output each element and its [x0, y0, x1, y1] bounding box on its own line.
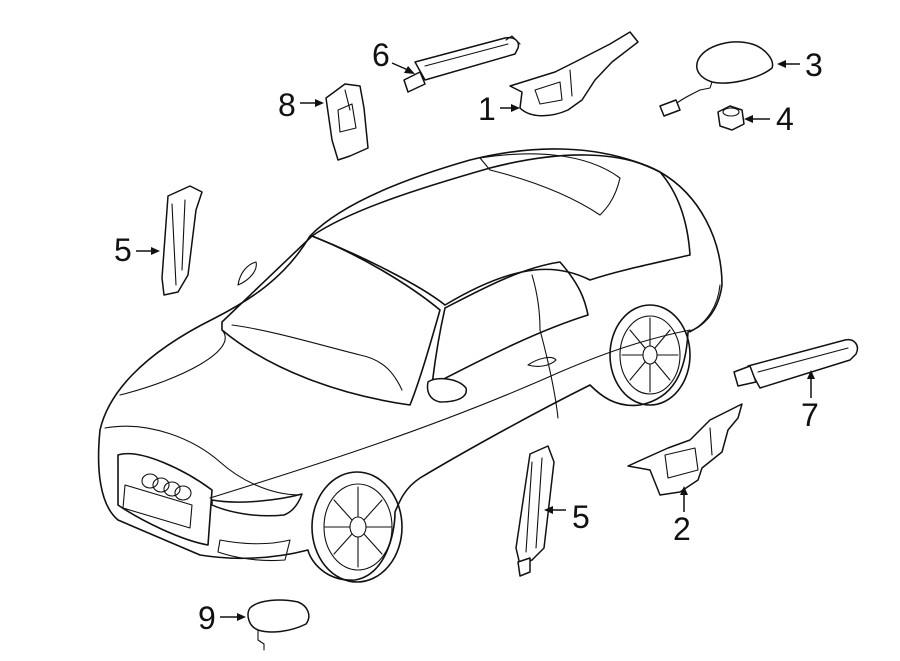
callout-1: 1 [478, 91, 520, 127]
part-5-center-antenna [515, 445, 555, 577]
callout-5-left: 5 [114, 232, 160, 268]
part-9-small-antenna [247, 599, 310, 651]
side-window-pillar [531, 274, 541, 331]
callout-9: 9 [198, 600, 246, 636]
license-plate [122, 484, 193, 529]
part-1-bracket [509, 31, 639, 117]
callout-8: 8 [278, 87, 324, 123]
rear-wheel [609, 304, 691, 406]
callout-6: 6 [372, 37, 415, 74]
part-8-clip [325, 83, 369, 161]
windshield-inner [231, 324, 403, 391]
part-7-antenna-module [733, 338, 859, 389]
callout-3: 3 [777, 47, 823, 83]
callout-6-number: 6 [372, 37, 390, 73]
headlight [211, 493, 303, 517]
callout-5-center: 5 [544, 499, 590, 535]
side-mirror [426, 377, 468, 403]
roof-antenna-stub [237, 261, 257, 286]
callout-1-number: 1 [478, 91, 496, 127]
car-illustration [97, 148, 723, 583]
part-3-puck-antenna [659, 41, 774, 117]
door-line [539, 329, 559, 419]
car-side-window [431, 261, 589, 386]
rear-bumper [689, 284, 721, 333]
roof-rear-window [479, 153, 621, 216]
brand-rings-logo [141, 473, 192, 501]
fog-light [217, 539, 291, 562]
callout-3-number: 3 [805, 47, 823, 83]
callout-4-number: 4 [776, 101, 794, 137]
callout-4: 4 [744, 101, 794, 137]
callout-2: 2 [673, 486, 691, 547]
callout-2-number: 2 [673, 511, 691, 547]
door-handle [527, 356, 557, 367]
callout-5-left-number: 5 [114, 232, 132, 268]
hood-line [104, 425, 301, 496]
body-crease [209, 329, 691, 499]
callout-7: 7 [801, 370, 819, 433]
callout-8-number: 8 [278, 87, 296, 123]
part-4-nut [717, 105, 745, 131]
front-grille [117, 452, 213, 546]
car-windshield [221, 235, 441, 406]
front-wheel [311, 471, 403, 583]
car-roof [311, 154, 691, 306]
part-6-antenna-module [403, 35, 521, 93]
hood-crease [119, 329, 226, 396]
callout-7-number: 7 [801, 397, 819, 433]
part-5-left-antenna [161, 185, 203, 296]
callout-9-number: 9 [198, 600, 216, 636]
callout-5-center-number: 5 [572, 499, 590, 535]
part-2-bracket [627, 403, 743, 496]
car-body-outline [97, 148, 723, 581]
